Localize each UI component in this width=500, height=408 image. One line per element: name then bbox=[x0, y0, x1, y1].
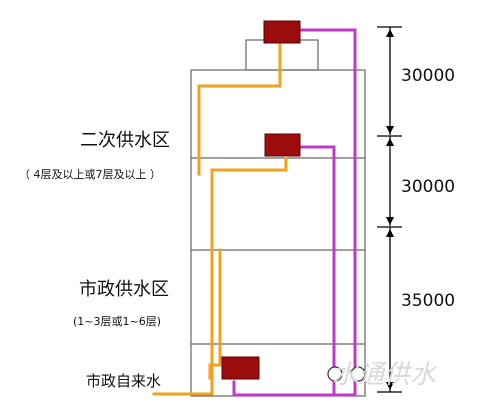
dimension-arrow-icon bbox=[386, 229, 394, 237]
dimension-arrow-icon bbox=[386, 138, 394, 146]
dimension-arrow-icon bbox=[386, 126, 394, 134]
valve-icon bbox=[350, 366, 366, 382]
dimension-arrow-icon bbox=[386, 29, 394, 37]
lower-zone-title: 市政供水区 bbox=[79, 279, 169, 300]
tank-icon bbox=[264, 133, 301, 157]
upper-zone-title: 二次供水区 bbox=[80, 130, 170, 151]
valve-icon bbox=[327, 366, 343, 382]
municipal-inlet-label: 市政自来水 bbox=[86, 372, 161, 390]
dimension-middle-label: 30000 bbox=[401, 177, 455, 197]
tank-icon bbox=[263, 20, 301, 44]
dimension-arrowheads bbox=[386, 29, 394, 390]
supply-pipe-system bbox=[152, 42, 288, 396]
return-pipe-system bbox=[232, 28, 357, 397]
lower-zone-note: (1~3层或1~6层) bbox=[73, 315, 161, 328]
upper-zone-note: （ 4层及以上或7层及以上 ） bbox=[19, 168, 161, 181]
dimension-arrow-icon bbox=[386, 382, 394, 390]
valves-group bbox=[327, 366, 366, 382]
dimension-arrow-icon bbox=[386, 217, 394, 225]
dimension-lines bbox=[377, 26, 402, 393]
watermark-text: 水通供水 bbox=[332, 360, 437, 390]
tank-icon bbox=[221, 356, 260, 380]
dimension-bottom-label: 35000 bbox=[401, 291, 455, 311]
building-outline bbox=[190, 39, 366, 397]
tanks-group bbox=[221, 20, 301, 380]
dimension-top-label: 30000 bbox=[401, 66, 455, 86]
